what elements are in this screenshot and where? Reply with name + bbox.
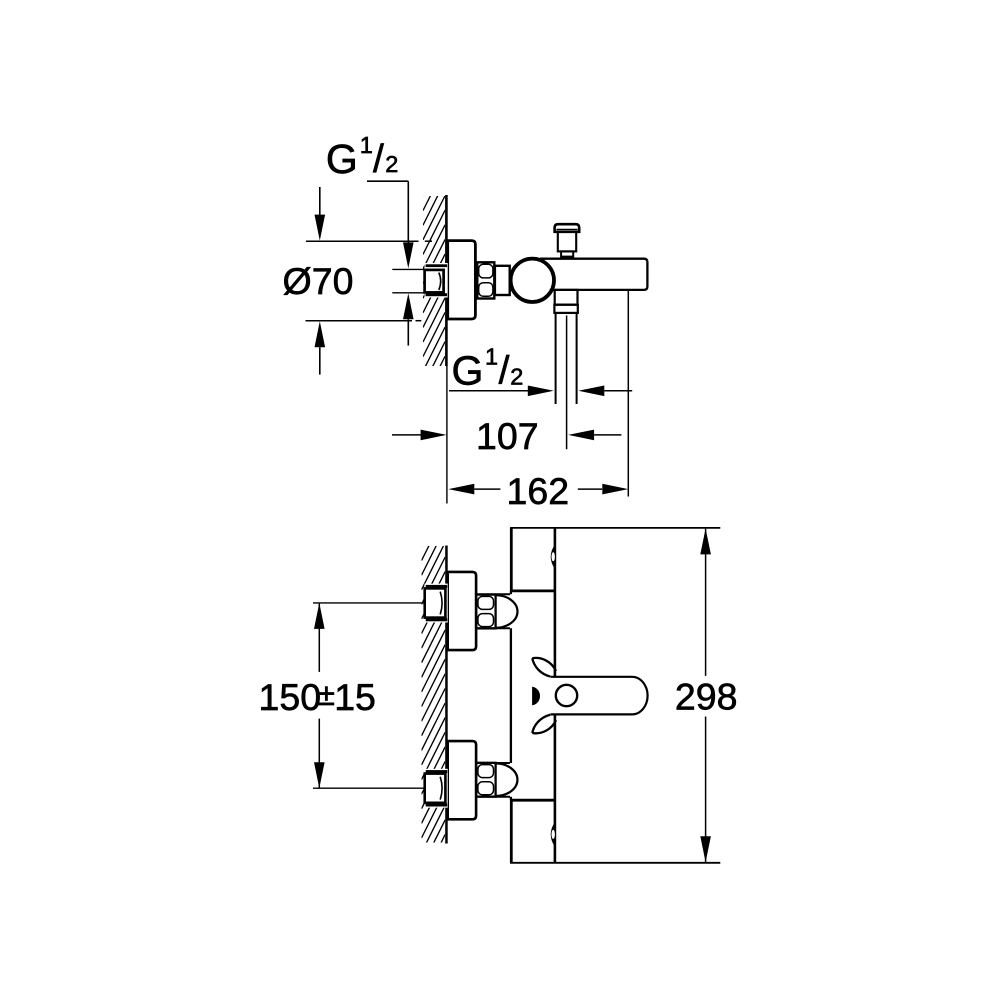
svg-text:1: 1 xyxy=(485,343,498,369)
svg-text:2: 2 xyxy=(385,151,398,177)
svg-text:Ø70: Ø70 xyxy=(283,260,354,302)
svg-text:15: 15 xyxy=(334,676,376,718)
svg-text:G: G xyxy=(326,136,358,182)
svg-text:±: ± xyxy=(318,677,335,712)
svg-text:107: 107 xyxy=(476,415,539,457)
svg-text:1: 1 xyxy=(360,132,373,158)
svg-text:/: / xyxy=(373,138,384,181)
svg-text:150: 150 xyxy=(259,676,322,718)
svg-text:162: 162 xyxy=(507,470,570,512)
svg-text:G: G xyxy=(452,348,484,394)
svg-text:2: 2 xyxy=(510,364,523,390)
svg-text:298: 298 xyxy=(675,675,738,717)
svg-text:/: / xyxy=(499,350,510,393)
